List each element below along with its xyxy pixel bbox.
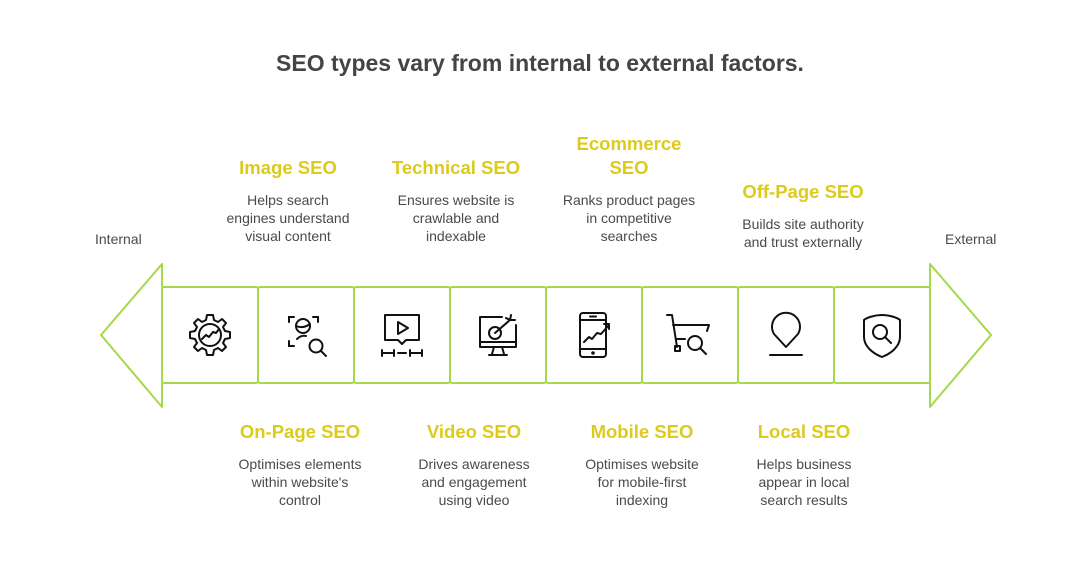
desc-line: Drives awareness	[418, 456, 530, 472]
desc-line: indexable	[426, 228, 486, 244]
desc-line: Ranks product pages	[562, 192, 696, 208]
desc-line: within website's	[251, 474, 349, 490]
item-title: Off-Page SEO	[742, 181, 864, 202]
item-video-seo: Video SEO Drives awareness and engagemen…	[394, 420, 554, 509]
location-pin-icon	[769, 311, 803, 356]
external-label: External	[945, 231, 997, 247]
item-desc: Ensures website is crawlable and indexab…	[376, 191, 536, 245]
item-desc: Builds site authority and trust external…	[723, 215, 883, 251]
right-arrowhead	[929, 263, 992, 408]
box-video	[354, 287, 450, 383]
diagram-title: SEO types vary from internal to external…	[276, 50, 804, 76]
item-mobile-seo: Mobile SEO Optimises website for mobile-…	[562, 420, 722, 509]
item-desc: Helps business appear in local search re…	[724, 455, 884, 509]
desc-line: and trust externally	[743, 234, 863, 250]
box-ecommerce	[642, 287, 738, 383]
item-ecommerce-seo: Ecommerce SEO Ranks product pages in com…	[549, 132, 709, 245]
video-timeline-icon	[381, 314, 423, 357]
internal-label: Internal	[95, 231, 142, 247]
desc-line: control	[278, 492, 322, 508]
desc-line: Optimises website	[585, 456, 699, 472]
desc-line: crawlable and	[412, 210, 500, 226]
desc-line: Builds site authority	[742, 216, 864, 232]
desc-line: and engagement	[421, 474, 527, 490]
cart-search-icon	[666, 314, 710, 355]
item-title: Local SEO	[757, 421, 851, 442]
gear-chart-icon	[189, 314, 231, 356]
desc-line: using video	[438, 492, 510, 508]
desc-line: search results	[760, 492, 848, 508]
desc-line: in competitive	[586, 210, 672, 226]
item-desc: Optimises website for mobile-first index…	[562, 455, 722, 509]
monitor-target-icon	[479, 314, 517, 356]
box-image	[258, 287, 354, 383]
box-technical	[450, 287, 546, 383]
item-local-seo: Local SEO Helps business appear in local…	[724, 420, 884, 509]
item-title: Video SEO	[426, 421, 522, 442]
item-technical-seo: Technical SEO Ensures website is crawlab…	[376, 156, 536, 245]
item-desc: Optimises elements within website's cont…	[220, 455, 380, 509]
image-search-icon	[288, 316, 327, 357]
item-on-page-seo: On-Page SEO Optimises elements within we…	[220, 420, 380, 509]
desc-line: searches	[600, 228, 658, 244]
item-off-page-seo: Off-Page SEO Builds site authority and t…	[723, 180, 883, 251]
desc-line: indexing	[615, 492, 669, 508]
box-on-page	[162, 287, 258, 383]
desc-line: Ensures website is	[397, 192, 515, 208]
box-local	[738, 287, 834, 383]
title-line: Ecommerce	[576, 133, 682, 154]
box-off-page	[834, 287, 930, 383]
item-title: On-Page SEO	[239, 421, 361, 442]
item-desc: Ranks product pages in competitive searc…	[549, 191, 709, 245]
desc-line: Helps search	[247, 192, 329, 208]
item-title: Ecommerce SEO	[549, 132, 709, 180]
box-mobile	[546, 287, 642, 383]
desc-line: for mobile-first	[597, 474, 687, 490]
desc-line: appear in local	[758, 474, 850, 490]
title-line: SEO	[609, 157, 649, 178]
item-title: Image SEO	[239, 157, 337, 178]
desc-line: Helps business	[756, 456, 852, 472]
item-desc: Drives awareness and engagement using vi…	[394, 455, 554, 509]
desc-line: Optimises elements	[238, 456, 362, 472]
mobile-growth-icon	[579, 312, 610, 358]
shield-search-icon	[863, 314, 901, 358]
desc-line: visual content	[245, 228, 331, 244]
item-title: Mobile SEO	[590, 421, 694, 442]
desc-line: engines understand	[226, 210, 350, 226]
item-title: Technical SEO	[391, 157, 521, 178]
left-arrowhead	[100, 263, 163, 408]
item-desc: Helps search engines understand visual c…	[208, 191, 368, 245]
item-image-seo: Image SEO Helps search engines understan…	[208, 156, 368, 245]
